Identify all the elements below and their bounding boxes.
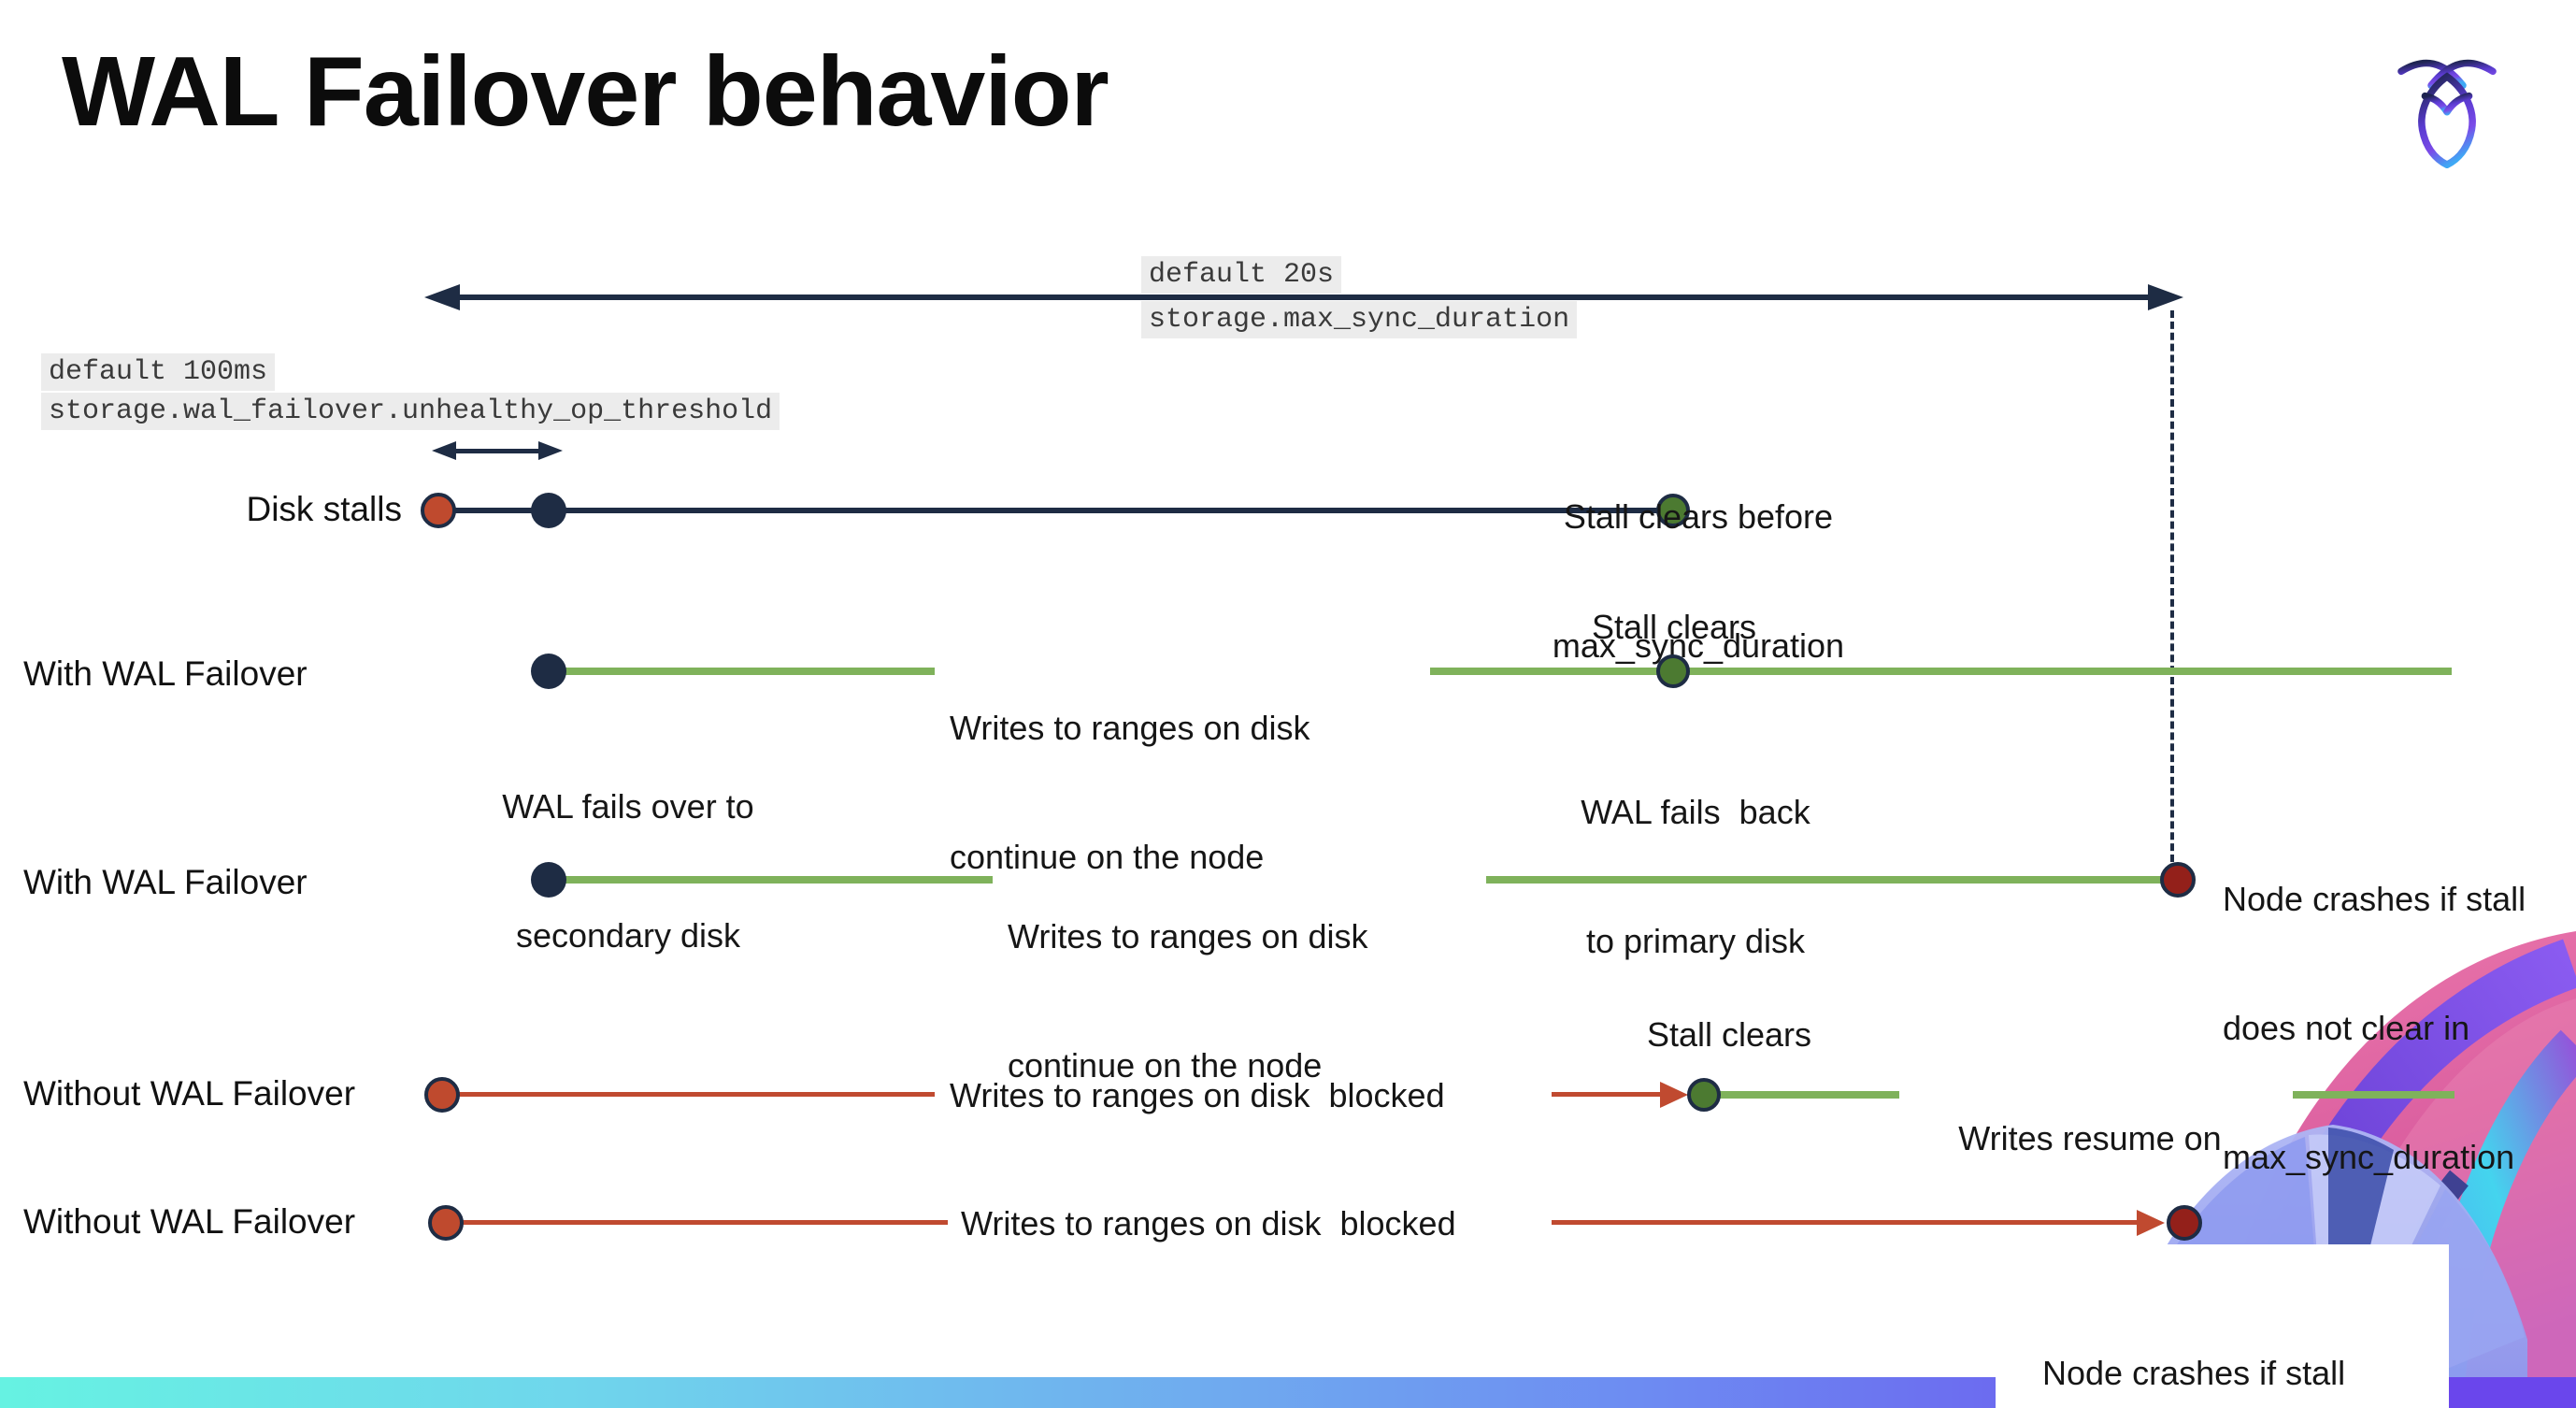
stall-clears-dot [1687, 1078, 1721, 1112]
without-wal-1-arrow-line [1552, 1092, 1662, 1097]
page-title: WAL Failover behavior [62, 36, 1109, 147]
with-wal-2-timeline-a [549, 876, 993, 884]
stall-start-dot [428, 1205, 464, 1241]
logo-antenna-right [2427, 59, 2497, 90]
with-wal-1-timeline-b [1430, 668, 2452, 675]
without-wal-1-resume-line-a [1704, 1091, 1899, 1099]
unhealthy-threshold-arrow [443, 449, 551, 453]
note-line: secondary disk [515, 916, 741, 955]
note-line: Writes to ranges on disk [1008, 917, 1368, 955]
without-wal-2-blocked-line [446, 1220, 948, 1225]
arrowhead-left-icon [424, 284, 460, 310]
row-label-without-wal-failover-2: Without WAL Failover [23, 1202, 356, 1241]
stall-clears-note: Stall clears [1646, 1015, 1812, 1054]
with-wal-1-timeline-a [549, 668, 935, 675]
writes-blocked-note: Writes to ranges on disk blocked [961, 1204, 1456, 1243]
arrowhead-right-icon [538, 441, 563, 460]
cockroachdb-logo-icon [2397, 59, 2497, 168]
failover-dot [531, 654, 566, 689]
arrowhead-right-icon [2148, 284, 2183, 310]
stall-clears-before-note: Stall clears before max_sync_duration [1511, 409, 1885, 754]
without-wal-1-resume-line-b [2293, 1091, 2454, 1099]
note-line: Writes resume on [1958, 1119, 2222, 1157]
red-arrowhead-icon [2137, 1210, 2165, 1236]
disk-stalls-timeline [438, 508, 1673, 513]
note-line: Stall clears before [1563, 497, 1834, 536]
stall-clears-dot [1656, 494, 1690, 527]
note-line: Node crashes if stall [2223, 880, 2526, 918]
max-sync-duration-arrow [439, 295, 2168, 300]
node-crashes-note: Node crashes if stall does not clear in … [2223, 792, 2526, 1265]
wal-fails-back-note: WAL fails back to primary disk [1509, 705, 1882, 1049]
arrowhead-left-icon [432, 441, 456, 460]
node-crashes-note: Node crashes if stall does not clear in … [2042, 1266, 2345, 1408]
row-label-disk-stalls: Disk stalls [246, 490, 402, 528]
wal-fails-over-note: WAL fails over to secondary disk [441, 699, 815, 1043]
max-sync-dashed-line [2170, 310, 2174, 862]
threshold-dot [531, 493, 566, 528]
node-crash-dot [2167, 1205, 2202, 1241]
max-sync-default-label: default 20s [1141, 256, 1342, 294]
node-crash-dot [2160, 862, 2196, 898]
note-line: max_sync_duration [2223, 1138, 2515, 1176]
failover-dot [531, 862, 566, 898]
note-line: WAL fails back [1581, 793, 1810, 831]
note-line: Writes to ranges on disk [950, 709, 1310, 747]
max-sync-setting-label: storage.max_sync_duration [1141, 301, 1578, 338]
unhealthy-default-label: default 100ms [41, 353, 276, 391]
without-wal-2-arrow-line [1552, 1220, 2139, 1225]
row-label-without-wal-failover-1: Without WAL Failover [23, 1074, 356, 1113]
writes-continue-note: Writes to ranges on disk continue on the… [1008, 829, 1368, 1173]
row-label-with-wal-failover-2: With WAL Failover [23, 863, 308, 901]
with-wal-2-timeline-b [1486, 876, 2178, 884]
note-line: to primary disk [1585, 922, 1806, 960]
stall-clears-dot [1656, 654, 1690, 688]
without-wal-1-blocked-line [442, 1092, 935, 1097]
stall-start-dot [421, 493, 456, 528]
note-line: does not clear in [2223, 1009, 2470, 1047]
unhealthy-setting-label: storage.wal_failover.unhealthy_op_thresh… [41, 393, 780, 430]
note-line: continue on the node [950, 838, 1265, 876]
note-line: continue on the node [1008, 1046, 1323, 1085]
stall-clears-note: Stall clears [1591, 608, 1757, 646]
note-line: max_sync_duration [1552, 626, 1845, 665]
note-line: Node crashes if stall [2042, 1354, 2346, 1392]
row-label-with-wal-failover-1: With WAL Failover [23, 654, 308, 693]
logo-antenna-left [2397, 59, 2467, 90]
stall-start-dot [424, 1077, 460, 1113]
writes-continue-note: Writes to ranges on disk continue on the… [950, 621, 1310, 965]
logo-y-right [2443, 92, 2473, 116]
node-crashes-callout-box [1996, 1244, 2449, 1408]
note-line: WAL fails over to [502, 787, 754, 826]
red-arrowhead-icon [1660, 1082, 1688, 1108]
writes-blocked-note: Writes to ranges on disk blocked [950, 1076, 1445, 1114]
